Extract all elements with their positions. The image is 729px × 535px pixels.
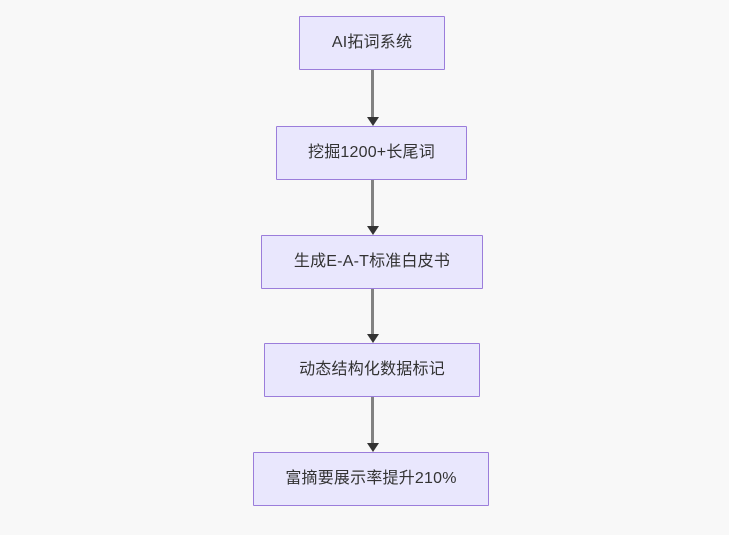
flow-node-label: 富摘要展示率提升210% bbox=[285, 470, 457, 488]
flow-node-5[interactable]: 富摘要展示率提升210% bbox=[253, 452, 489, 506]
flow-edge bbox=[366, 289, 379, 343]
flow-node-label: AI拓词系统 bbox=[331, 34, 413, 52]
edge-line bbox=[371, 397, 374, 444]
flow-node-label: 生成E-A-T标准白皮书 bbox=[293, 253, 451, 271]
flow-edge bbox=[366, 180, 379, 235]
arrowhead-icon bbox=[366, 117, 379, 126]
edge-line bbox=[371, 289, 374, 335]
flow-node-label: 挖掘1200+长尾词 bbox=[308, 144, 435, 162]
flow-edge bbox=[366, 397, 379, 452]
flow-node-label: 动态结构化数据标记 bbox=[299, 361, 445, 379]
arrowhead-icon bbox=[366, 226, 379, 235]
flow-node-3[interactable]: 生成E-A-T标准白皮书 bbox=[261, 235, 483, 289]
arrowhead-icon bbox=[366, 334, 379, 343]
edge-line bbox=[371, 70, 374, 118]
flow-node-2[interactable]: 挖掘1200+长尾词 bbox=[276, 126, 467, 180]
flow-edge bbox=[366, 70, 379, 126]
edge-line bbox=[371, 180, 374, 227]
flow-node-4[interactable]: 动态结构化数据标记 bbox=[264, 343, 480, 397]
arrowhead-icon bbox=[366, 443, 379, 452]
flow-node-1[interactable]: AI拓词系统 bbox=[299, 16, 445, 70]
